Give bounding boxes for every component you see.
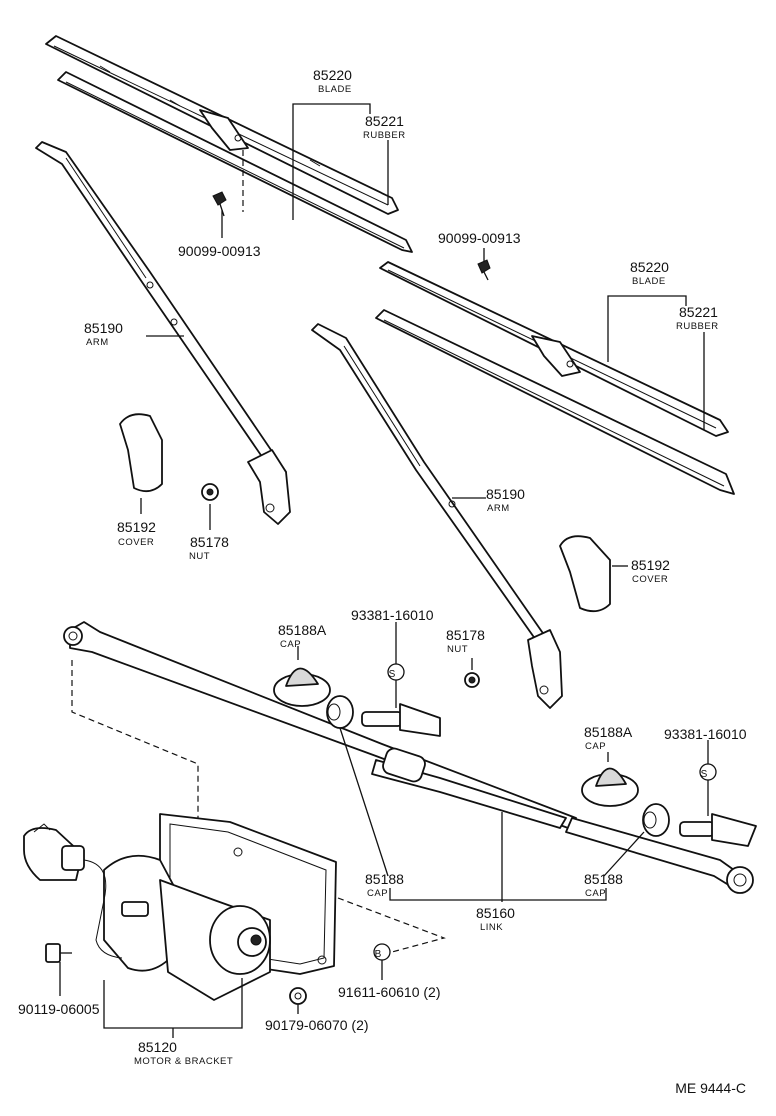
label-cover-left: 85192 COVER [117,519,156,548]
svg-text:85190: 85190 [84,320,123,336]
svg-text:85188: 85188 [584,871,623,887]
label-cap-a-right: 85188A CAP [584,724,633,752]
cover-left-drawing [119,413,163,493]
motor-bracket-drawing [23,813,337,1001]
rubber-right-drawing [375,309,735,495]
label-rubber-left: 85221 RUBBER [363,113,406,141]
svg-text:COVER: COVER [632,574,668,585]
label-screw-left: 90099-00913 [178,243,261,259]
svg-text:85220: 85220 [630,259,669,275]
svg-text:85220: 85220 [313,67,352,83]
link-drawing [63,621,754,894]
label-bolt-motor: 90119-06005 [18,1001,100,1017]
label-blade-left: 85220 BLADE [313,67,352,95]
label-cap-a-left: 85188A CAP [278,622,327,650]
label-cap-right: 85188 CAP [584,871,623,899]
arm-right-drawing [311,323,563,709]
svg-text:85188A: 85188A [278,622,327,638]
svg-text:85221: 85221 [365,113,404,129]
label-motor: 85120 MOTOR & BRACKET [134,1039,233,1067]
arm-left-drawing [35,141,291,525]
label-nut-right: 85178 NUT [446,627,485,655]
svg-text:COVER: COVER [118,537,154,548]
label-rubber-right: 85221 RUBBER [676,304,719,332]
label-pin-right: 93381-16010 [664,726,747,742]
svg-text:BLADE: BLADE [632,276,666,287]
s-marker-left-text: S [389,669,396,680]
rubber-left-drawing [57,71,413,253]
cap-a-left-drawing [273,667,331,707]
svg-text:85188: 85188 [365,871,404,887]
diagram-code: ME 9444-C [675,1080,746,1096]
nut-left-drawing [201,483,219,501]
svg-text:85160: 85160 [476,905,515,921]
label-nut-left: 85178 NUT [189,534,229,562]
svg-text:RUBBER: RUBBER [363,130,406,141]
cap-a-right-drawing [581,767,639,807]
bolt-motor-drawing [45,943,72,963]
svg-text:ARM: ARM [487,503,510,514]
svg-text:85178: 85178 [190,534,229,550]
screw-left-drawing [212,150,244,238]
label-cover-right: 85192 COVER [631,557,670,585]
nut-right-drawing [464,672,480,688]
label-link: 85160 LINK [476,905,515,933]
svg-text:85192: 85192 [117,519,156,535]
blade-right-drawing [379,261,729,437]
s-marker-right-text: S [701,769,708,780]
label-screw-right: 90099-00913 [438,230,521,246]
cap-left-drawing [326,695,354,729]
pin-right-drawing [679,813,757,847]
label-blade-right: 85220 BLADE [630,259,669,287]
svg-text:85190: 85190 [486,486,525,502]
cap-right-drawing [642,803,670,837]
blade-left-drawing [45,35,399,215]
label-bolt-b: 91611-60610 (2) [338,984,440,1000]
svg-text:CAP: CAP [280,639,301,650]
svg-text:RUBBER: RUBBER [676,321,719,332]
svg-text:MOTOR & BRACKET: MOTOR & BRACKET [134,1056,233,1067]
svg-text:ARM: ARM [86,337,109,348]
pin-left-drawing [361,703,441,737]
nut-motor-drawing [289,987,307,1005]
svg-text:NUT: NUT [189,551,210,562]
svg-text:BLADE: BLADE [318,84,352,95]
label-arm-left: 85190 ARM [84,320,123,348]
label-arm-right: 85190 ARM [486,486,525,514]
svg-text:LINK: LINK [480,922,503,933]
svg-text:NUT: NUT [447,644,468,655]
svg-text:85120: 85120 [138,1039,177,1055]
label-pin-left: 93381-16010 [351,607,434,623]
cover-right-drawing [559,535,611,613]
svg-text:CAP: CAP [367,888,388,899]
svg-text:85178: 85178 [446,627,485,643]
label-cap-left: 85188 CAP [365,871,404,899]
svg-text:85192: 85192 [631,557,670,573]
svg-text:85188A: 85188A [584,724,633,740]
svg-text:CAP: CAP [585,888,606,899]
label-nut-motor: 90179-06070 (2) [265,1017,369,1033]
b-marker-text: B [375,949,382,960]
screw-right-drawing [477,248,491,281]
svg-text:CAP: CAP [585,741,606,752]
svg-text:85221: 85221 [679,304,718,320]
